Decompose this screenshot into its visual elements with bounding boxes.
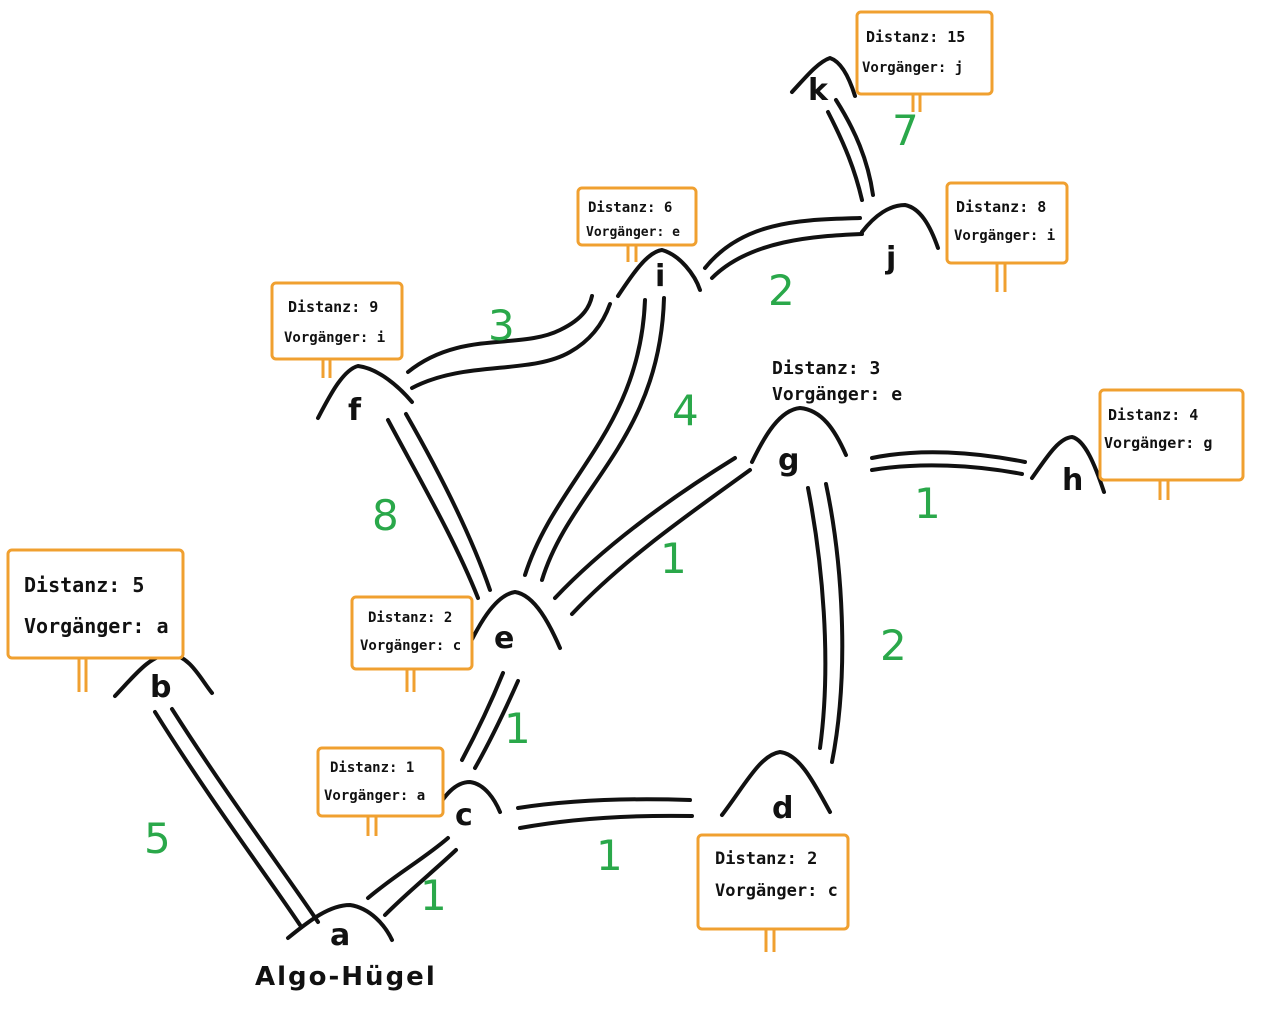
edge-d-g <box>806 482 845 764</box>
sign-distance-e: Distanz: 2 <box>368 610 452 626</box>
sign-distance-b: Distanz: 5 <box>24 573 144 597</box>
sign-predecessor-h: Vorgänger: g <box>1104 434 1212 452</box>
signpost-j: Distanz: 8 Vorgänger: i <box>945 181 1069 292</box>
edge-c-e <box>460 671 520 770</box>
node-e: e <box>460 590 562 662</box>
node-k: k <box>790 56 857 108</box>
edge-j-k <box>826 98 875 202</box>
node-b: b <box>113 652 214 705</box>
sign-predecessor-i: Vorgänger: e <box>586 225 680 240</box>
weight-e-f: 8 <box>372 491 399 540</box>
weight-g-h: 1 <box>914 479 941 528</box>
edge-e-i <box>523 296 666 582</box>
sign-distance-d: Distanz: 2 <box>715 849 817 869</box>
sign-distance-j: Distanz: 8 <box>956 198 1046 216</box>
edge-c-d <box>516 797 694 830</box>
sign-predecessor-f: Vorgänger: i <box>284 330 385 346</box>
weight-a-c: 1 <box>420 871 447 920</box>
node-label-h: h <box>1062 463 1083 498</box>
signpost-c: Distanz: 1 Vorgänger: a <box>316 746 445 836</box>
node-f: f <box>316 364 414 428</box>
node-label-g: g <box>778 443 799 478</box>
signpost-d: Distanz: 2 Vorgänger: c <box>696 833 850 952</box>
edge-i-j <box>703 216 864 280</box>
node-label-a: a <box>330 918 350 953</box>
node-label-k: k <box>808 73 829 108</box>
sign-distance-g: Distanz: 3 <box>772 358 880 379</box>
weight-f-i: 3 <box>488 301 515 350</box>
edge-f-i <box>406 294 612 390</box>
signpost-e: Distanz: 2 Vorgänger: c <box>350 595 474 692</box>
node-a: a <box>286 903 394 953</box>
weight-c-e: 1 <box>504 704 531 753</box>
signpost-i: Distanz: 6 Vorgänger: e <box>576 186 698 262</box>
node-label-f: f <box>348 393 362 428</box>
edge-a-b <box>153 707 320 927</box>
sign-predecessor-j: Vorgänger: i <box>954 228 1055 244</box>
weight-d-g: 2 <box>880 621 907 670</box>
edge-e-f <box>386 412 492 600</box>
weight-e-g: 1 <box>660 534 687 583</box>
weight-i-j: 2 <box>768 266 795 315</box>
sign-predecessor-e: Vorgänger: c <box>360 638 461 654</box>
node-label-b: b <box>150 670 171 705</box>
caption-algo-huegel: Algo-Hügel <box>255 962 437 992</box>
node-label-e: e <box>494 621 514 656</box>
weight-j-k: 7 <box>892 106 919 155</box>
sign-predecessor-k: Vorgänger: j <box>862 60 963 76</box>
signpost-h: Distanz: 4 Vorgänger: g <box>1098 388 1245 500</box>
node-i: i <box>616 248 702 298</box>
edge-e-g <box>553 456 752 616</box>
signpost-g: Distanz: 3 Vorgänger: e <box>772 358 902 405</box>
sign-distance-h: Distanz: 4 <box>1108 406 1198 424</box>
sign-predecessor-b: Vorgänger: a <box>24 614 169 638</box>
sign-distance-f: Distanz: 9 <box>288 298 378 316</box>
node-h: h <box>1030 435 1106 498</box>
weight-e-i: 4 <box>672 386 699 435</box>
node-d: d <box>720 750 832 826</box>
sign-predecessor-c: Vorgänger: a <box>324 788 425 804</box>
sign-distance-i: Distanz: 6 <box>588 200 672 216</box>
signpost-k: Distanz: 15 Vorgänger: j <box>855 10 994 112</box>
sign-predecessor-g: Vorgänger: e <box>772 384 902 405</box>
weight-c-d: 1 <box>596 831 623 880</box>
node-label-c: c <box>455 798 473 833</box>
sign-predecessor-d: Vorgänger: c <box>715 881 838 901</box>
node-j: j <box>860 203 940 276</box>
edge-a-c <box>366 836 458 917</box>
edge-g-h <box>870 450 1027 476</box>
signpost-f: Distanz: 9 Vorgänger: i <box>270 281 404 378</box>
node-label-i: i <box>655 259 665 294</box>
node-label-d: d <box>772 791 793 826</box>
node-label-j: j <box>885 241 896 276</box>
sign-distance-c: Distanz: 1 <box>330 760 414 776</box>
signpost-b: Distanz: 5 Vorgänger: a <box>6 548 185 692</box>
node-g: g <box>750 406 848 478</box>
weight-a-b: 5 <box>144 814 171 863</box>
sign-distance-k: Distanz: 15 <box>866 28 965 46</box>
